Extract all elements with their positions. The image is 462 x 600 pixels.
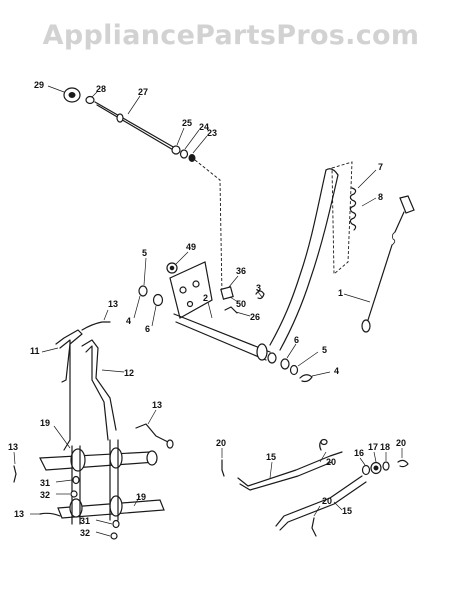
callout-11: 11 [30, 346, 40, 356]
callout-28: 28 [96, 84, 106, 94]
callout-19a: 19 [40, 418, 50, 428]
pin-31a [72, 475, 80, 485]
rod-27 [94, 101, 176, 149]
callout-6a: 6 [145, 324, 150, 334]
washer-25 [171, 145, 181, 155]
callout-25: 25 [182, 118, 192, 128]
clip-20a [221, 459, 225, 477]
callout-13c: 13 [8, 442, 18, 452]
bushing-5a [138, 285, 148, 297]
washer-24 [179, 149, 189, 159]
callout-26: 26 [250, 312, 260, 322]
pin-32b [110, 532, 118, 540]
lift-handle [269, 168, 339, 351]
callout-16: 16 [354, 448, 364, 458]
callout-4a: 4 [126, 316, 131, 326]
callout-15b: 15 [342, 506, 352, 516]
callout-13b: 13 [152, 400, 162, 410]
clip-13b [135, 423, 169, 443]
bushing-5b [289, 364, 299, 376]
callout-20d: 20 [396, 438, 406, 448]
callout-23: 23 [207, 128, 217, 138]
spring-8 [349, 187, 357, 231]
rod-15b [275, 475, 363, 527]
block-36 [220, 286, 234, 300]
callout-labels: 29 28 27 25 24 23 7 8 49 5 36 3 2 50 26 … [8, 80, 406, 538]
callout-36: 36 [236, 266, 246, 276]
lift-rod-assembly [47, 85, 223, 296]
clip-4b [299, 374, 313, 383]
clip-13a [81, 321, 111, 331]
callout-4b: 4 [334, 366, 339, 376]
rod-15a [237, 451, 343, 487]
lift-links [41, 309, 125, 451]
lower-rods [221, 438, 409, 537]
hanger-bar-19a [39, 451, 158, 471]
callout-5a: 5 [142, 248, 147, 258]
spring-assembly [331, 161, 377, 275]
callout-20c: 20 [322, 496, 332, 506]
bushing-6a [152, 293, 164, 307]
pin-32a [70, 490, 78, 498]
callout-17: 17 [368, 442, 378, 452]
bracket-plate [169, 261, 213, 319]
pin-31b [112, 519, 120, 529]
lift-bracket-assembly [166, 251, 277, 364]
clip-13d [39, 512, 61, 517]
callout-6b: 6 [294, 335, 299, 345]
callout-29: 29 [34, 80, 44, 90]
callout-13d: 13 [14, 509, 24, 519]
clip-20c [311, 517, 317, 537]
callout-7: 7 [378, 162, 383, 172]
cable-grip [399, 195, 415, 214]
callout-13a: 13 [108, 299, 118, 309]
callout-3: 3 [256, 283, 261, 293]
callout-32b: 32 [80, 528, 90, 538]
callout-2: 2 [203, 293, 208, 303]
fitting-18 [382, 461, 390, 471]
watermark-text: AppliancePartsPros.com [43, 20, 420, 51]
callout-5b: 5 [322, 345, 327, 355]
hanger-assembly [13, 409, 174, 540]
right-bushings [280, 343, 331, 383]
bushing-6b [280, 358, 290, 370]
link-12 [81, 339, 117, 431]
fitting-16 [361, 464, 371, 476]
callout-24: 24 [199, 122, 209, 132]
callout-1: 1 [338, 288, 343, 298]
callout-31b: 31 [80, 516, 90, 526]
callout-12: 12 [124, 368, 134, 378]
link-11 [55, 329, 83, 383]
callout-31a: 31 [40, 478, 50, 488]
callout-50: 50 [236, 299, 246, 309]
left-bushings [133, 257, 164, 327]
callout-20b: 20 [326, 457, 336, 467]
nut-23 [188, 154, 196, 162]
callout-19b: 19 [136, 492, 146, 502]
callout-20a: 20 [216, 438, 226, 448]
callout-27: 27 [138, 87, 148, 97]
callout-15a: 15 [266, 452, 276, 462]
callout-32a: 32 [40, 490, 50, 500]
clip-13c [13, 465, 17, 483]
pin-26 [224, 306, 238, 314]
clip-3 [255, 290, 265, 300]
clip-20d [397, 459, 409, 468]
callout-49: 49 [186, 242, 196, 252]
nut-28 [85, 95, 95, 105]
cable-1 [343, 195, 415, 333]
callout-18: 18 [380, 442, 390, 452]
callout-8: 8 [378, 192, 383, 202]
